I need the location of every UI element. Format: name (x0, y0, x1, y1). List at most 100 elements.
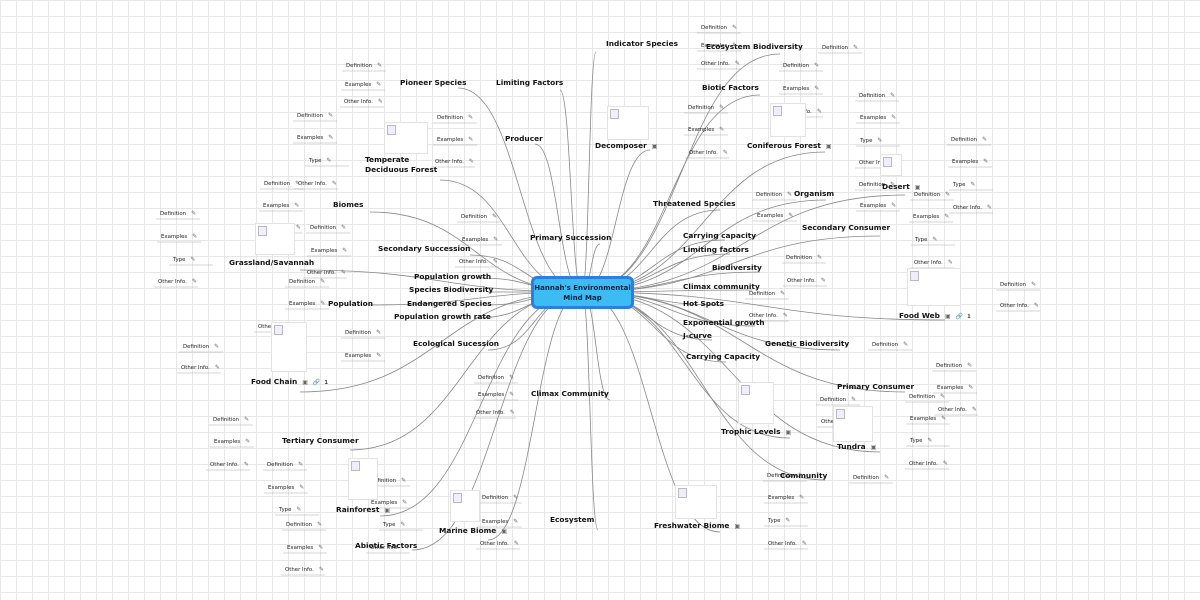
subtopic-examples[interactable]: Examples✎ (860, 114, 897, 121)
note-icon[interactable]: ✎ (970, 181, 976, 188)
topic-biomes[interactable]: Biomes (333, 200, 364, 209)
subtopic-definition[interactable]: Definition✎ (749, 290, 786, 297)
note-icon[interactable]: ✎ (782, 312, 788, 319)
subtopic-examples[interactable]: Examples✎ (937, 384, 974, 391)
note-icon[interactable]: ✎ (318, 544, 324, 551)
note-icon[interactable]: ✎ (295, 180, 301, 187)
subtopic-other-info[interactable]: Other Info.✎ (158, 278, 197, 285)
note-icon[interactable]: ✎ (788, 212, 794, 219)
note-icon[interactable]: ✎ (191, 278, 197, 285)
topic-food-chain[interactable]: Food Chain▣🔗1 (251, 377, 329, 386)
note-icon[interactable]: ✎ (801, 540, 807, 547)
note-icon[interactable]: ✎ (493, 236, 499, 243)
topic-rainforest[interactable]: Rainforest▣ (336, 505, 391, 514)
image-thumbnail[interactable] (738, 382, 774, 424)
note-icon[interactable]: ✎ (492, 258, 498, 265)
subtopic-examples[interactable]: Examples✎ (371, 499, 408, 506)
image-thumbnail[interactable] (450, 490, 480, 522)
subtopic-examples[interactable]: Examples✎ (783, 85, 820, 92)
note-icon[interactable]: ✎ (971, 406, 977, 413)
topic-carrying-capacity[interactable]: Carrying capacity (683, 231, 757, 240)
note-icon[interactable]: ✎ (947, 259, 953, 266)
note-icon[interactable]: ✎ (732, 42, 738, 49)
topic-indicator-species[interactable]: Indicator Species (606, 39, 678, 48)
subtopic-other-info[interactable]: Other Info.✎ (370, 544, 409, 551)
note-icon[interactable]: ✎ (214, 364, 220, 371)
subtopic-definition[interactable]: Definition✎ (786, 254, 823, 261)
link-icon[interactable]: 🔗 (955, 313, 964, 320)
image-thumbnail[interactable] (384, 122, 428, 154)
subtopic-examples[interactable]: Examples✎ (297, 134, 334, 141)
note-icon[interactable]: ✎ (320, 300, 326, 307)
subtopic-definition[interactable]: Definition✎ (213, 416, 250, 423)
note-icon[interactable]: ✎ (509, 409, 515, 416)
topic-threatened-species[interactable]: Threatened Species (653, 199, 736, 208)
note-icon[interactable]: ✎ (983, 158, 989, 165)
note-icon[interactable]: ✎ (927, 437, 933, 444)
note-icon[interactable]: ✎ (320, 278, 326, 285)
subtopic-definition[interactable]: Definition✎ (267, 461, 304, 468)
note-icon[interactable]: ✎ (942, 460, 948, 467)
topic-climax-community[interactable]: Climax Community (531, 389, 609, 398)
subtopic-definition[interactable]: Definition✎ (482, 494, 519, 501)
note-icon[interactable]: ✎ (890, 92, 896, 99)
note-icon[interactable]: ✎ (377, 98, 383, 105)
subtopic-examples[interactable]: Examples✎ (913, 213, 950, 220)
note-icon[interactable]: ✎ (1031, 281, 1037, 288)
note-icon[interactable]: ✎ (787, 191, 793, 198)
image-thumbnail[interactable] (880, 154, 902, 176)
image-thumbnail[interactable] (255, 223, 295, 255)
topic-limiting-factors[interactable]: Limiting Factors (496, 78, 564, 87)
note-icon[interactable]: ✎ (214, 343, 220, 350)
topic-desert[interactable]: Desert▣ (882, 182, 921, 191)
topic-population-growth[interactable]: Population growth (414, 272, 492, 281)
note-icon[interactable]: ✎ (820, 277, 826, 284)
note-icon[interactable]: ✎ (513, 540, 519, 547)
subtopic-type[interactable]: Type✎ (860, 137, 883, 144)
note-icon[interactable]: ✎ (377, 62, 383, 69)
note-icon[interactable]: ✎ (403, 544, 409, 551)
note-icon[interactable]: ✎ (328, 112, 334, 119)
subtopic-examples[interactable]: Examples✎ (345, 81, 382, 88)
subtopic-type[interactable]: Type✎ (953, 181, 976, 188)
note-icon[interactable]: ✎ (326, 157, 332, 164)
subtopic-definition[interactable]: Definition✎ (310, 224, 347, 231)
note-icon[interactable]: ✎ (317, 521, 323, 528)
subtopic-examples[interactable]: Examples✎ (345, 352, 382, 359)
topic-producer[interactable]: Producer (505, 134, 543, 143)
topic-hot-spots[interactable]: Hot Spots (683, 299, 724, 308)
subtopic-other-info[interactable]: Other Info.✎ (435, 158, 474, 165)
topic-climax-community-2[interactable]: Climax community (683, 282, 760, 291)
subtopic-definition[interactable]: Definition✎ (701, 24, 738, 31)
subtopic-type[interactable]: Type✎ (915, 236, 938, 243)
topic-food-web[interactable]: Food Web▣🔗1 (899, 311, 971, 320)
note-icon[interactable]: ✎ (509, 391, 515, 398)
topic-marine-biome[interactable]: Marine Biome▣ (439, 526, 507, 535)
note-icon[interactable]: ✎ (814, 62, 820, 69)
image-thumbnail[interactable] (907, 268, 961, 306)
topic-endangered-species[interactable]: Endangered Species (407, 299, 492, 308)
link-icon[interactable]: 🔗 (312, 379, 321, 386)
subtopic-other-info[interactable]: Other Info.✎ (344, 98, 383, 105)
topic-exponential-growth[interactable]: Exponential growth (683, 318, 765, 327)
subtopic-other-info[interactable]: Other Info.✎ (768, 540, 807, 547)
subtopic-definition[interactable]: Definition✎ (859, 181, 896, 188)
subtopic-other-info[interactable]: Other Info.✎ (938, 406, 977, 413)
topic-secondary-consumer[interactable]: Secondary Consumer (802, 223, 891, 232)
note-icon[interactable]: ✎ (851, 396, 857, 403)
note-icon[interactable]: ✎ (967, 362, 973, 369)
subtopic-examples[interactable]: Examples✎ (688, 126, 725, 133)
note-icon[interactable]: ✎ (295, 224, 301, 231)
topic-freshwater-biome[interactable]: Freshwater Biome▣ (654, 521, 741, 530)
note-icon[interactable]: ✎ (719, 126, 725, 133)
subtopic-examples[interactable]: Examples✎ (860, 202, 897, 209)
subtopic-definition[interactable]: Definition✎ (909, 393, 946, 400)
note-icon[interactable]: ✎ (296, 506, 302, 513)
note-icon[interactable]: ✎ (986, 204, 992, 211)
subtopic-other-info[interactable]: Other Info.✎ (181, 364, 220, 371)
note-icon[interactable]: ✎ (192, 233, 198, 240)
topic-limiting-factors-2[interactable]: Limiting factors (683, 245, 749, 254)
topic-j-curve[interactable]: J-curve (683, 331, 712, 340)
subtopic-examples[interactable]: Examples✎ (161, 233, 198, 240)
subtopic-other-info[interactable]: Other Info.✎ (210, 461, 249, 468)
